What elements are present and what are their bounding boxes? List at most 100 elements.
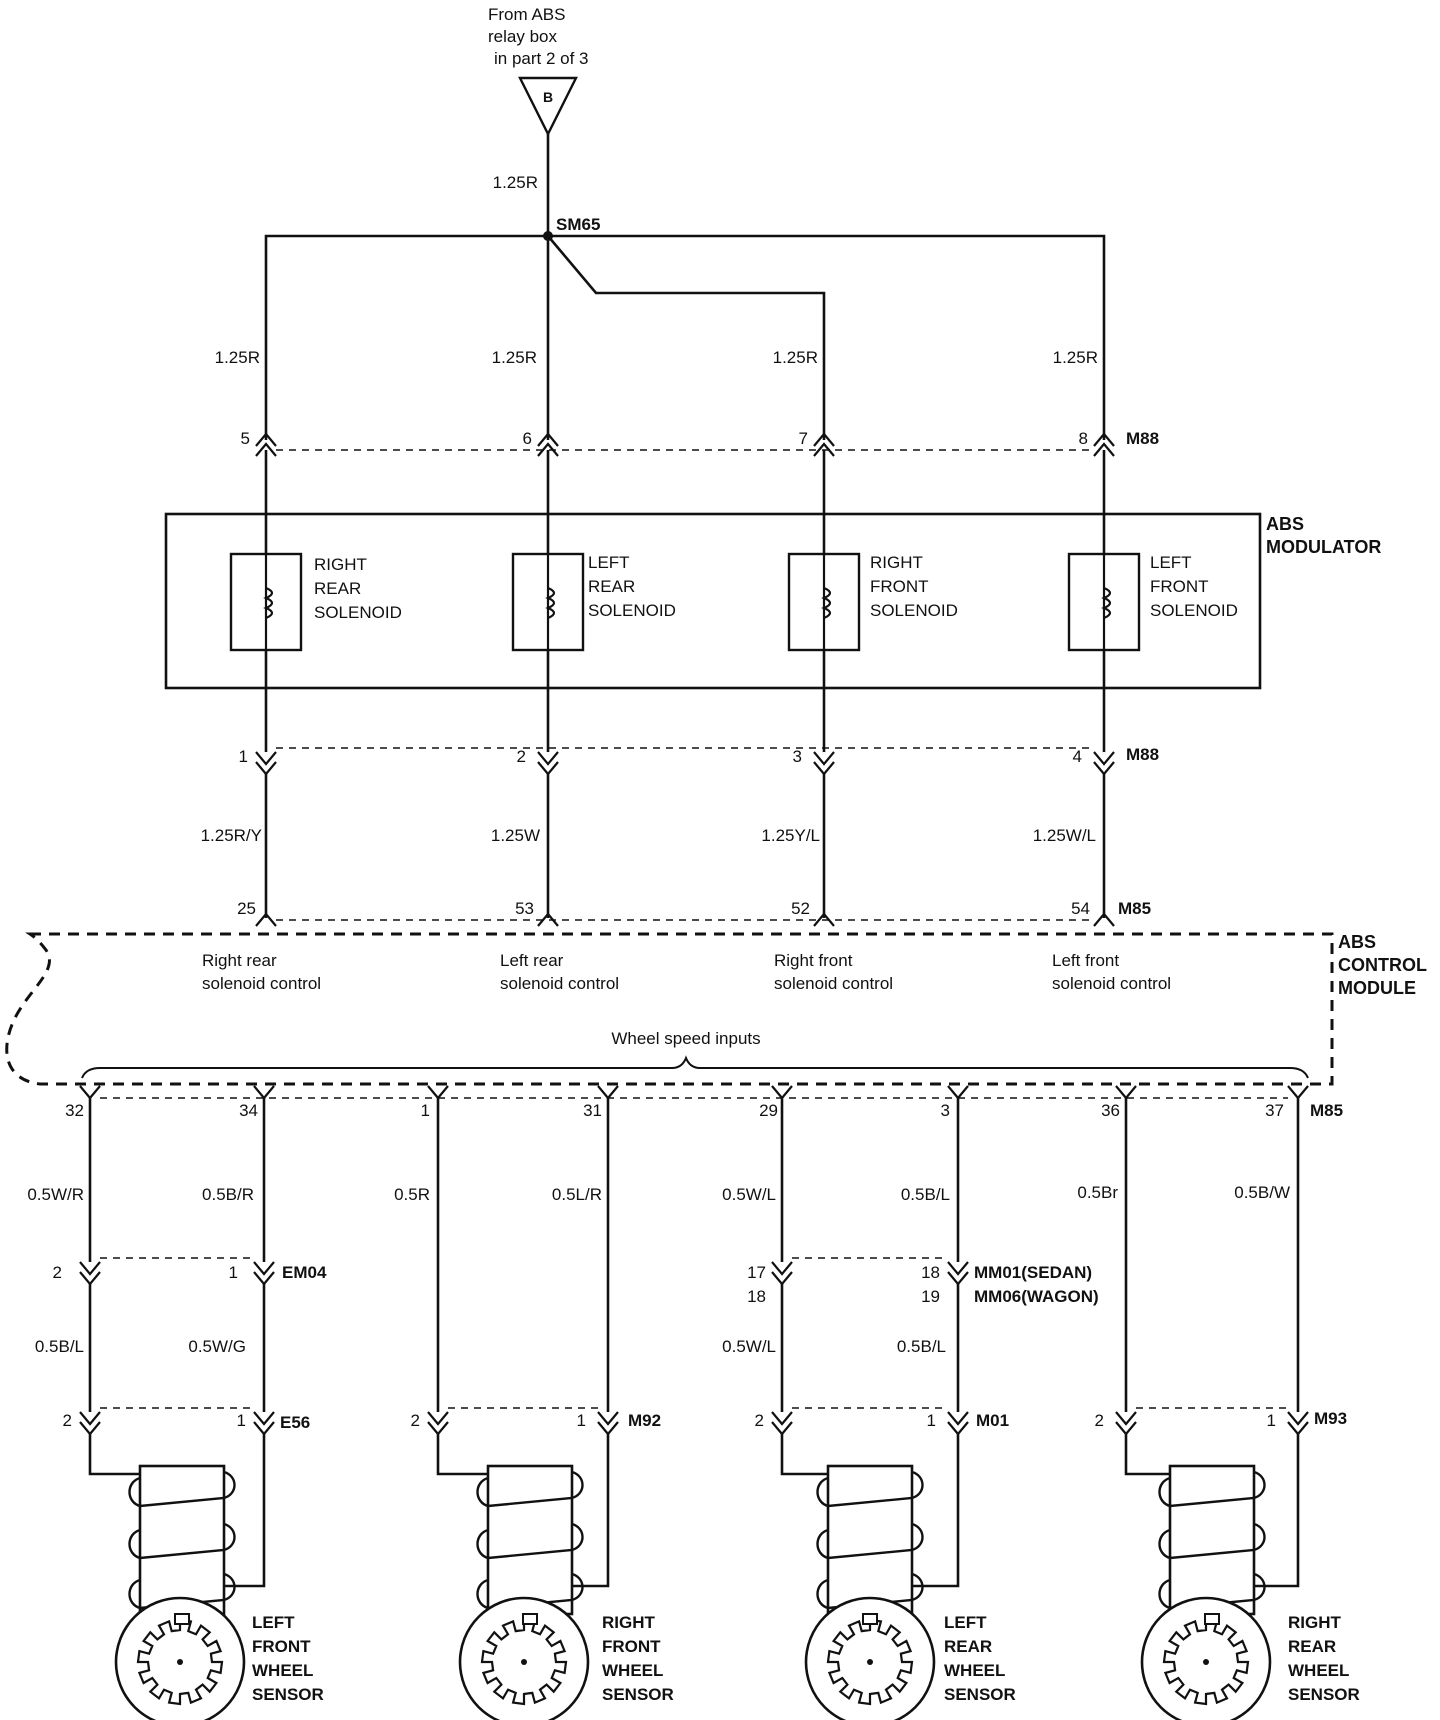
wheel-sensor-1 xyxy=(88,1434,266,1720)
splice-bus xyxy=(264,234,1106,440)
connector-m85-top xyxy=(255,912,1115,927)
sensor-lead-b xyxy=(224,1434,266,1588)
sensor-1-name-line1: LEFT xyxy=(252,1613,295,1632)
sensor-4-name-line2: REAR xyxy=(1288,1637,1336,1656)
wire-label-top-1: 1.25R xyxy=(215,348,260,367)
mm01-pin-b: 18 xyxy=(921,1263,940,1282)
abs-modulator-box xyxy=(164,512,1262,690)
sensor-coil-icon xyxy=(128,1470,236,1508)
connector-em04 xyxy=(79,1257,275,1286)
sensor-3-name-line1: LEFT xyxy=(944,1613,987,1632)
tone-wheel-hub-icon xyxy=(177,1659,183,1665)
tone-wheel-hub-icon xyxy=(867,1659,873,1665)
sensor-2-wire-b-label: 0.5L/R xyxy=(552,1185,602,1204)
control-label-1-line2: solenoid control xyxy=(202,974,321,993)
sensor-lead-a xyxy=(780,1434,828,1476)
module-title-line2: CONTROL xyxy=(1338,955,1427,975)
connector-label-m85-bottom: M85 xyxy=(1310,1101,1343,1120)
wheel-sensor-4 xyxy=(1124,1434,1300,1720)
sensor-3-wire-b-label: 0.5B/L xyxy=(901,1185,950,1204)
control-label-3-line1: Right front xyxy=(774,951,853,970)
wheel-speed-brace xyxy=(81,1055,1309,1079)
e56-pin-a: 2 xyxy=(63,1411,72,1430)
control-label-3-line2: solenoid control xyxy=(774,974,893,993)
sensor-1-name-line3: WHEEL xyxy=(252,1661,313,1680)
module-pin-54: 54 xyxy=(1071,899,1090,918)
feed-wire-label: 1.25R xyxy=(493,173,538,192)
solenoid-4-name-line3: SOLENOID xyxy=(1150,601,1238,620)
source-label-line1: From ABS xyxy=(488,5,565,24)
sensor-tip xyxy=(174,1613,190,1625)
sensor-1-lower-wire-b-label: 0.5W/G xyxy=(188,1337,246,1356)
abs-control-module-box xyxy=(5,932,1334,1086)
sensor-lead-a xyxy=(436,1434,488,1476)
modulator-title-line1: ABS xyxy=(1266,514,1304,534)
solenoid-1-name-line1: RIGHT xyxy=(314,555,367,574)
sensor-coil-icon xyxy=(128,1522,236,1560)
sensor-coil-icon xyxy=(1158,1470,1266,1508)
sensor-2-wire-a-label: 0.5R xyxy=(394,1185,430,1204)
tone-wheel-hub-icon xyxy=(1203,1659,1209,1665)
connector-label-m85-top: M85 xyxy=(1118,899,1151,918)
connector-label-e56: E56 xyxy=(280,1413,310,1432)
sensor-lead-a xyxy=(1124,1434,1170,1476)
sensor-body xyxy=(486,1464,574,1616)
sensor-body xyxy=(1168,1464,1256,1616)
m92-pin-a: 2 xyxy=(411,1411,420,1430)
m93-pin-b: 1 xyxy=(1267,1411,1276,1430)
module-pin-52: 52 xyxy=(791,899,810,918)
sensor-pin-37: 37 xyxy=(1265,1101,1284,1120)
sensor-pin-32: 32 xyxy=(65,1101,84,1120)
connector-label-m01: M01 xyxy=(976,1411,1009,1430)
coil-icon xyxy=(1101,586,1112,620)
sensor-body xyxy=(138,1464,226,1616)
sensor-lead-b xyxy=(572,1434,610,1588)
sensor-3-lower-wire-a-label: 0.5W/L xyxy=(722,1337,776,1356)
sensor-tip xyxy=(522,1613,538,1625)
m01-pin-a: 2 xyxy=(755,1411,764,1430)
wire-label-mid-2: 1.25W xyxy=(491,826,540,845)
sensor-3-name-line4: SENSOR xyxy=(944,1685,1016,1704)
sensor-pin-3: 3 xyxy=(941,1101,950,1120)
e56-pin-b: 1 xyxy=(237,1411,246,1430)
solenoid-right-rear xyxy=(229,552,303,652)
mm06-pin-b: 19 xyxy=(921,1287,940,1306)
modulator-title-line2: MODULATOR xyxy=(1266,537,1381,557)
solenoid-right-front xyxy=(787,552,861,652)
splice-label: SM65 xyxy=(556,215,600,234)
pin-top-8: 8 xyxy=(1079,429,1088,448)
pin-bottom-4: 4 xyxy=(1073,747,1082,766)
module-title-line1: ABS xyxy=(1338,932,1376,952)
sensor-pin-34: 34 xyxy=(239,1101,258,1120)
sensor-1-wire-a-label: 0.5W/R xyxy=(27,1185,84,1204)
sensor-3-lower-wire-b-label: 0.5B/L xyxy=(897,1337,946,1356)
connector-label-mm01: MM01(SEDAN) xyxy=(974,1263,1092,1282)
wire-label-mid-1: 1.25R/Y xyxy=(201,826,262,845)
splice-dot xyxy=(543,231,553,241)
wire-label-top-3: 1.25R xyxy=(773,348,818,367)
wire-label-mid-4: 1.25W/L xyxy=(1033,826,1096,845)
solenoid-3-name-line1: RIGHT xyxy=(870,553,923,572)
splice-branch-right-front xyxy=(547,235,826,440)
pin-top-7: 7 xyxy=(799,429,808,448)
sensor-pin-1: 1 xyxy=(421,1101,430,1120)
connector-mm01 xyxy=(771,1257,969,1286)
control-label-2-line1: Left rear xyxy=(500,951,564,970)
sensor-coil-icon xyxy=(816,1522,924,1560)
source-label-line3: in part 2 of 3 xyxy=(494,49,589,68)
tone-wheel-gear-icon xyxy=(480,1618,568,1706)
tone-wheel-gear-icon xyxy=(136,1618,224,1706)
coil-icon xyxy=(821,586,832,620)
connector-label-em04: EM04 xyxy=(282,1263,327,1282)
sensor-pin-36: 36 xyxy=(1101,1101,1120,1120)
solenoid-2-name-line3: SOLENOID xyxy=(588,601,676,620)
module-title-line3: MODULE xyxy=(1338,978,1416,998)
wheel-sensor-2 xyxy=(436,1434,610,1720)
wheel-speed-inputs-label: Wheel speed inputs xyxy=(611,1029,760,1048)
sensor-lead-b xyxy=(1254,1434,1300,1588)
sensor-3-wire-a-label: 0.5W/L xyxy=(722,1185,776,1204)
pin-bottom-2: 2 xyxy=(517,747,526,766)
solenoid-4-name-line2: FRONT xyxy=(1150,577,1209,596)
sensor-4-name-line3: WHEEL xyxy=(1288,1661,1349,1680)
solenoid-left-front xyxy=(1067,552,1141,652)
